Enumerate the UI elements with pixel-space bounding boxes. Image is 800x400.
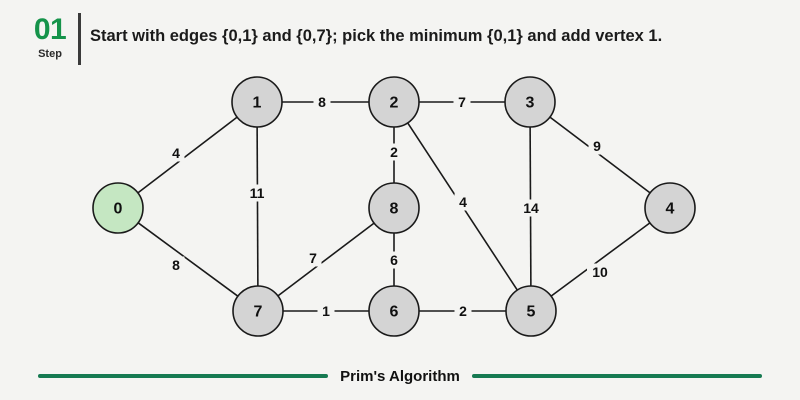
edge-weight-backdrop <box>304 249 322 267</box>
nodes-layer: 0 1 2 3 4 5 6 7 8 <box>92 76 696 337</box>
graph-edge-4-5 <box>550 222 651 297</box>
edge-weight-label-5-6: 2 <box>459 303 467 319</box>
edge-weight-backdrop <box>453 93 471 111</box>
footer-rule-right <box>471 374 762 378</box>
edge-weight-label-3-4: 9 <box>593 138 601 154</box>
step-instruction-text: Start with edges {0,1} and {0,7}; pick t… <box>90 27 663 45</box>
edge-weight-backdrop <box>313 93 331 111</box>
node-circle-6[interactable] <box>368 285 420 337</box>
header-divider <box>78 13 81 65</box>
node-circle-4[interactable] <box>644 182 696 234</box>
node-circle-3[interactable] <box>504 76 556 128</box>
edge-weight-backdrop <box>167 144 185 162</box>
graph-edge-7-8 <box>277 222 375 297</box>
graph-edge-0-7 <box>137 222 239 297</box>
step-word-label: Step <box>38 48 62 60</box>
edge-weight-backdrop <box>385 143 403 161</box>
node-circle-7[interactable] <box>232 285 284 337</box>
edge-weight-label-3-5: 14 <box>523 200 539 216</box>
graph-edge-1-7 <box>256 126 259 287</box>
edge-weight-label-6-8: 6 <box>390 252 398 268</box>
header: 01 Step Start with edges {0,1} and {0,7}… <box>0 0 800 72</box>
edge-weight-label-2-5: 4 <box>459 194 467 210</box>
edge-weight-label-2-8: 2 <box>390 144 398 160</box>
graph-node-1[interactable]: 1 <box>231 76 283 128</box>
edge-weight-backdrop <box>167 256 185 274</box>
node-label-4: 4 <box>666 201 675 218</box>
node-label-6: 6 <box>390 304 399 321</box>
graph-edge-0-1 <box>137 116 238 194</box>
edge-weight-backdrop <box>454 302 472 320</box>
graph-node-7[interactable]: 7 <box>232 285 284 337</box>
graph-node-8[interactable]: 8 <box>368 182 420 234</box>
edge-weights-layer: 4 8 8 11 7 2 4 9 14 10 2 1 6 7 <box>167 93 613 320</box>
graph-node-5[interactable]: 5 <box>505 285 557 337</box>
node-label-3: 3 <box>526 95 535 112</box>
edge-weight-label-7-8: 7 <box>309 250 317 266</box>
node-label-1: 1 <box>253 95 262 112</box>
edge-weight-label-0-1: 4 <box>172 145 180 161</box>
node-label-7: 7 <box>254 304 263 321</box>
edge-weight-label-4-5: 10 <box>592 264 608 280</box>
edge-weight-backdrop <box>244 184 270 202</box>
node-label-5: 5 <box>527 304 536 321</box>
edge-weight-backdrop <box>385 251 403 269</box>
edge-weight-backdrop <box>588 137 606 155</box>
edge-weight-backdrop <box>317 302 335 320</box>
graph-node-2[interactable]: 2 <box>368 76 420 128</box>
graph-node-4[interactable]: 4 <box>644 182 696 234</box>
footer: Prim's Algorithm <box>0 356 800 396</box>
edge-weight-label-6-7: 1 <box>322 303 330 319</box>
edge-weight-backdrop <box>587 263 613 281</box>
node-circle-5[interactable] <box>505 285 557 337</box>
edge-weight-label-2-3: 7 <box>458 94 466 110</box>
footer-title: Prim's Algorithm <box>340 367 460 385</box>
graph-canvas: 4 8 8 11 7 2 4 9 14 10 2 1 6 7 0 1 2 3 4 5 6 7 8 <box>0 60 800 350</box>
edge-weight-label-0-7: 8 <box>172 257 180 273</box>
node-label-2: 2 <box>390 95 399 112</box>
step-number: 01 <box>33 13 67 46</box>
node-label-8: 8 <box>390 201 399 218</box>
graph-svg: 4 8 8 11 7 2 4 9 14 10 2 1 6 7 0 1 2 3 4 5 6 7 8 <box>92 76 696 337</box>
node-circle-8[interactable] <box>368 182 420 234</box>
node-circle-1[interactable] <box>231 76 283 128</box>
graph-node-0[interactable]: 0 <box>92 182 144 234</box>
node-circle-2[interactable] <box>368 76 420 128</box>
footer-rule-left <box>38 374 329 378</box>
node-circle-0[interactable] <box>92 182 144 234</box>
edge-weight-backdrop <box>454 193 472 211</box>
edge-weight-label-1-2: 8 <box>318 94 326 110</box>
step-badge: 01 Step <box>26 14 74 61</box>
graph-node-6[interactable]: 6 <box>368 285 420 337</box>
graph-node-3[interactable]: 3 <box>504 76 556 128</box>
edge-weight-backdrop <box>518 199 544 217</box>
node-label-0: 0 <box>114 201 123 218</box>
graph-edge-3-4 <box>549 116 651 194</box>
edge-weight-label-1-7: 11 <box>250 185 265 201</box>
